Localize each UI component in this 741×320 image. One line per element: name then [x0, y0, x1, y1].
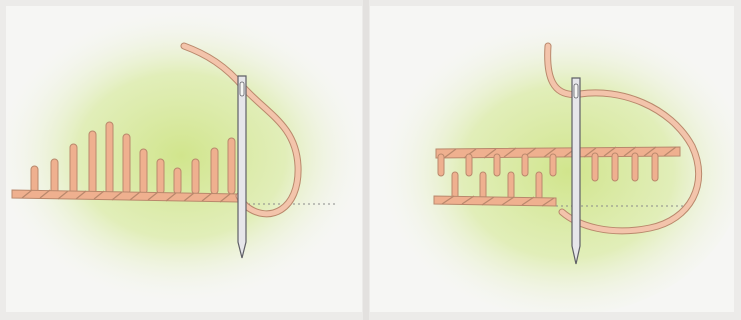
needle-icon — [237, 75, 247, 259]
stitch-10 — [191, 158, 200, 195]
stitch-8 — [156, 158, 165, 195]
long-and-short-stitch-illustration — [6, 6, 362, 306]
upper-twisted-band — [435, 146, 681, 159]
needle-icon — [571, 77, 581, 265]
stitch-1 — [30, 165, 39, 195]
twisted-base-line — [11, 189, 239, 203]
panel-divider — [363, 0, 369, 320]
lower-twisted-band — [433, 195, 557, 207]
stitch-5 — [105, 121, 114, 195]
background-wash — [6, 6, 362, 306]
stitch-2 — [50, 158, 59, 195]
stitch-4 — [88, 130, 97, 195]
vertical-stitches — [30, 121, 236, 195]
chain-band-stitch-illustration — [375, 16, 734, 312]
left-illustration-panel — [6, 6, 362, 312]
stitch-11 — [210, 147, 219, 195]
thread-icon — [544, 42, 703, 235]
stitch-9 — [173, 167, 182, 195]
right-illustration-panel — [370, 6, 734, 312]
stitch-3 — [69, 143, 78, 195]
upper-hanging-stitches — [437, 152, 659, 182]
stitch-7 — [139, 148, 148, 195]
lower-vertical-stitches — [451, 171, 543, 201]
stitch-6 — [122, 133, 131, 195]
stitch-12 — [227, 137, 236, 195]
